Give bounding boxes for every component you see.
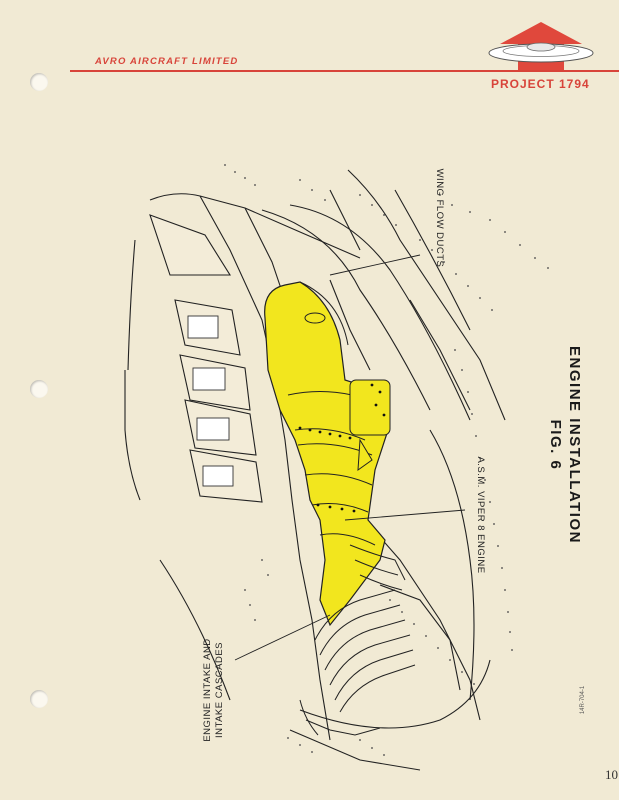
leader-lines (234, 254, 466, 661)
title-line2: FIG. 6 (547, 419, 564, 471)
structural-frames (149, 214, 263, 503)
airframe-outline (124, 169, 506, 771)
binder-hole (30, 73, 48, 91)
label-intake-line2: INTAKE CASCADES (214, 642, 225, 738)
company-name: AVRO AIRCRAFT LIMITED (95, 56, 239, 67)
viper-engine (264, 281, 391, 627)
label-wing-flow-ducts: WING FLOW DUCTS (434, 169, 445, 268)
page-number: 10 (605, 767, 618, 782)
rivet-pattern (224, 164, 549, 756)
label-intake-line1: ENGINE INTAKE AND (202, 638, 213, 741)
intake-cascades (299, 544, 416, 736)
arrow-saucer-logo-icon (488, 22, 594, 70)
project-number: PROJECT 1794 (491, 77, 590, 91)
document-number-text: 14R-704-1 (580, 685, 586, 715)
header-rule (70, 70, 619, 72)
label-viper-engine: A.S.M. VIPER 8 ENGINE (475, 456, 486, 573)
title-line1: ENGINE INSTALLATION (566, 346, 583, 544)
binder-hole (30, 380, 48, 398)
binder-hole (30, 690, 48, 708)
